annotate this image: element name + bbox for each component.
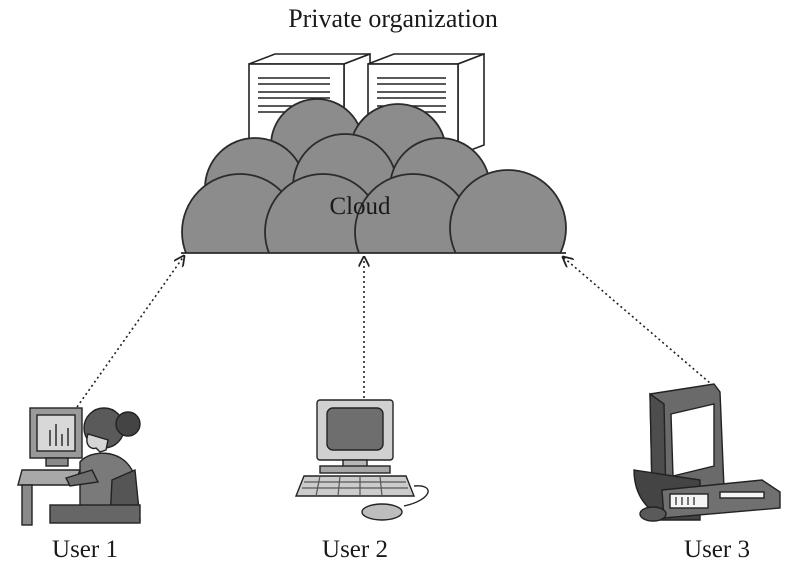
user-2-label: User 2: [322, 536, 388, 563]
arrow-user1-to-cloud: [76, 256, 184, 408]
cloud-label: Cloud: [329, 193, 391, 220]
cloud-base-mask: [170, 253, 590, 333]
desktop-computer-icon: [294, 399, 429, 521]
diagram-title: Private organization: [288, 4, 498, 33]
desktop-pc-tower-icon: [633, 383, 781, 522]
arrow-user3-to-cloud: [563, 257, 718, 390]
user-1-label: User 1: [52, 536, 118, 563]
user-3-label: User 3: [684, 536, 750, 563]
woman-at-desktop-icon: [17, 407, 141, 526]
